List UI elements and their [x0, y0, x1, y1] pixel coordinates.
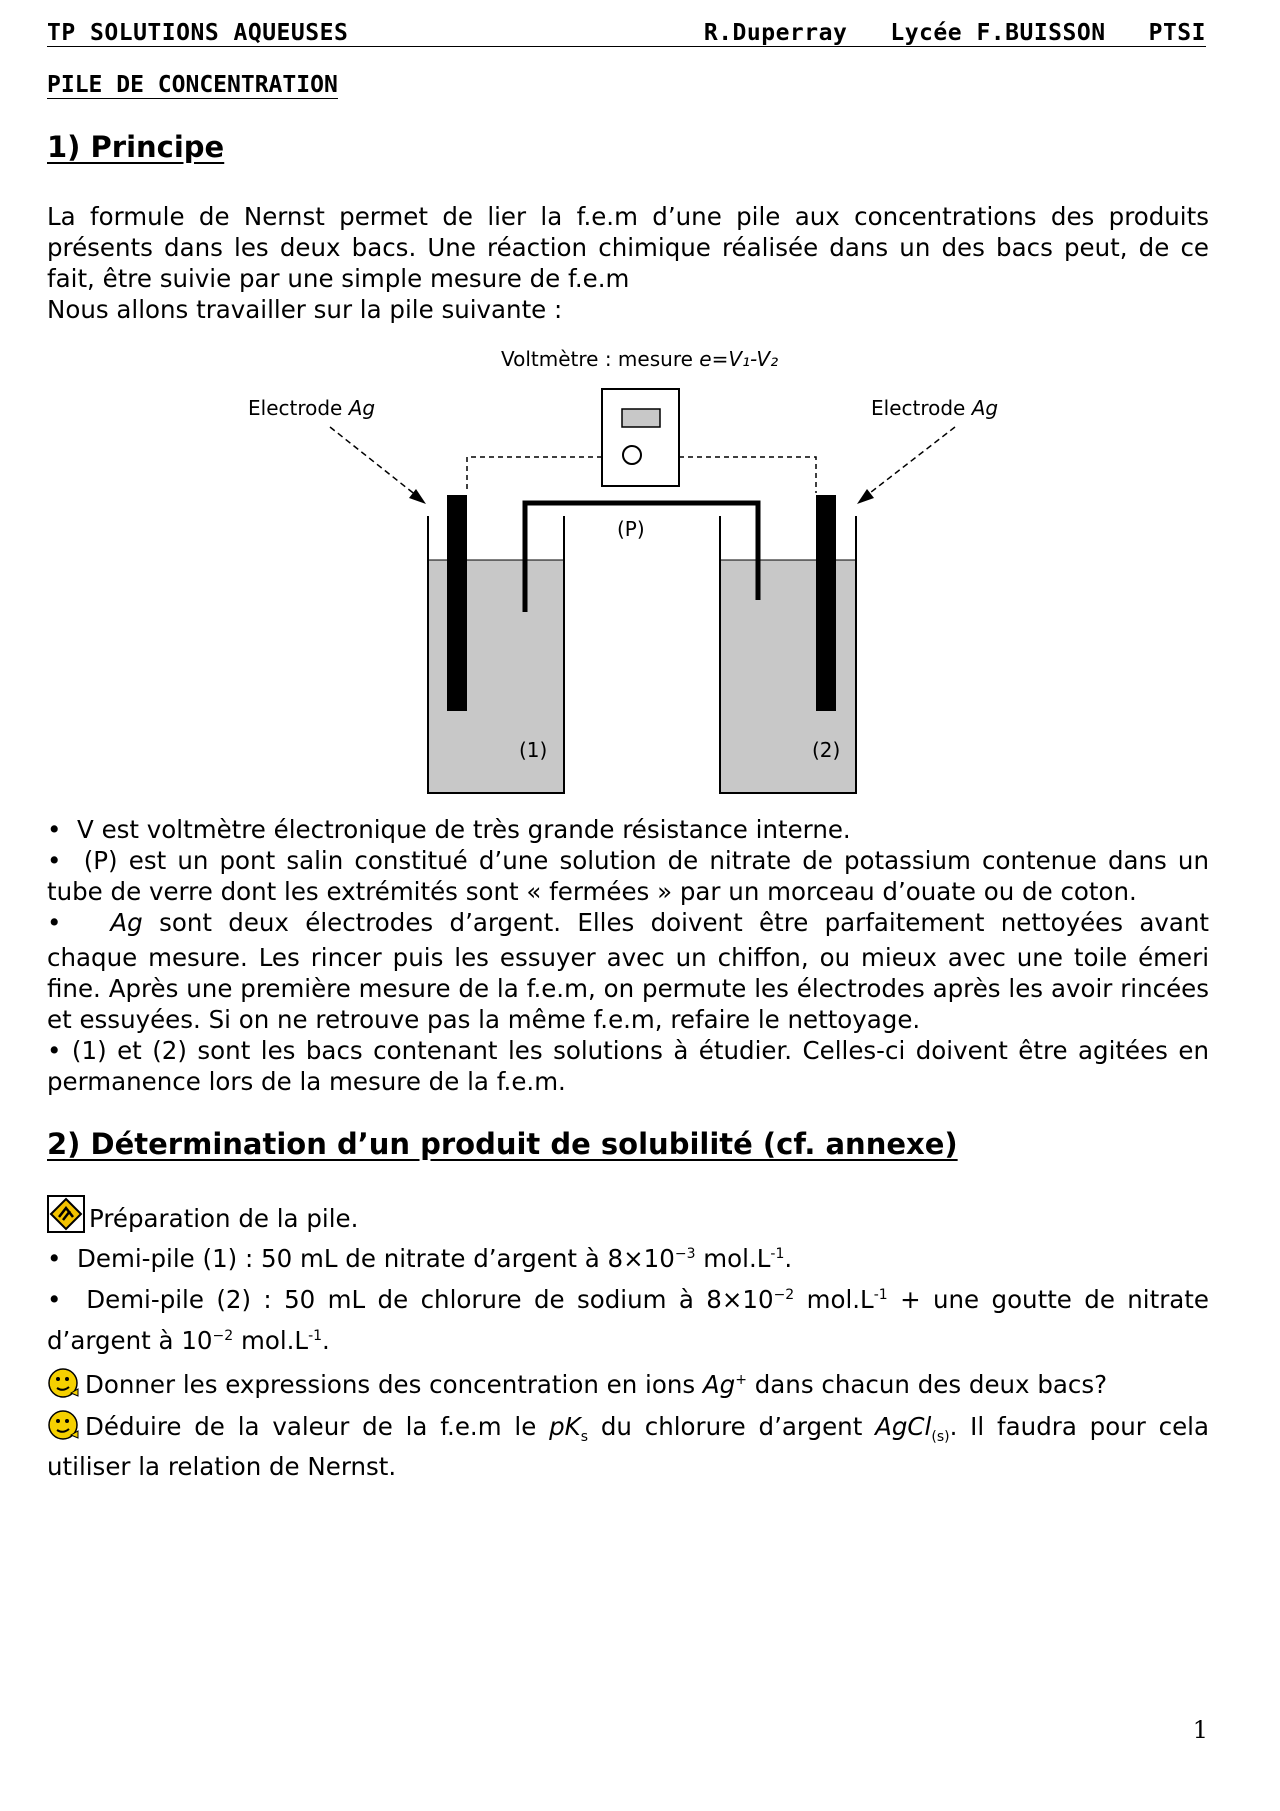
bullet-voltmeter: • V est voltmètre électronique de très g… — [47, 815, 851, 844]
electrode-label-right-symbol: Ag — [971, 396, 999, 420]
half-cell-1: • Demi-pile (1) : 50 mL de nitrate d’arg… — [47, 1244, 793, 1273]
bullet-beakers: • (1) et (2) sont les bacs contenant les… — [47, 1036, 1209, 1096]
thinking-face-icon — [48, 1410, 79, 1440]
question-2-text: Déduire de la valeur de la f.e.m le — [85, 1412, 550, 1441]
question-1-ion: Ag — [702, 1370, 736, 1399]
voltmeter-label: Voltmètre : mesure e=V₁-V₂ — [501, 347, 778, 371]
voltmeter-display — [621, 408, 661, 428]
question-2-salt-sub: (s) — [931, 1428, 950, 1445]
bullet-salt-bridge: • (P) est un pont salin constitué d’une … — [47, 846, 1209, 906]
voltmeter-formula: e=V₁-V₂ — [699, 347, 779, 371]
header-course: TP SOLUTIONS AQUEUSES — [47, 20, 349, 46]
electrode-left — [447, 495, 467, 711]
question-1-ion-charge: + — [735, 1371, 747, 1388]
question-2-mid: du chlorure d’argent — [588, 1412, 876, 1441]
header-author: R.Duperray Lycée F.BUISSON PTSI — [703, 20, 1206, 46]
half-cell-2: • Demi-pile (2) : 50 mL de chlorure de s… — [47, 1285, 1209, 1314]
electrode-label-left-symbol: Ag — [348, 396, 376, 420]
half-cell-2-cont-exp: −2 — [212, 1327, 234, 1344]
section1-intro: La formule de Nernst permet de lier la f… — [47, 202, 1209, 293]
question-2-pk-sub: s — [580, 1428, 589, 1445]
salt-bridge — [522, 500, 761, 612]
bullet-electrodes-symbol: Ag — [110, 908, 143, 937]
section1-lead: Nous allons travailler sur la pile suiva… — [47, 295, 563, 324]
question-2-end: . Il faudra pour cela — [949, 1412, 1209, 1441]
voltmeter — [601, 388, 680, 487]
half-cell-1-unit-exp: -1 — [770, 1245, 785, 1262]
cell-diagram — [329, 388, 956, 794]
question-1: Donner les expressions des concentration… — [47, 1367, 1209, 1400]
voltmeter-label-text: Voltmètre : mesure — [501, 347, 700, 371]
half-cell-1-end: . — [784, 1244, 793, 1273]
half-cell-1-unit: mol.L — [695, 1244, 771, 1273]
electrode-right — [816, 495, 836, 711]
beaker2 — [719, 516, 857, 794]
half-cell-1-text: Demi-pile (1) : 50 mL de nitrate d’argen… — [77, 1244, 675, 1273]
bullet-electrodes-first: sont deux électrodes d’argent. Elles doi… — [159, 908, 1209, 937]
bridge-label: (P) — [617, 517, 645, 541]
wire-left — [466, 456, 602, 493]
question-2-pk: pK — [549, 1412, 581, 1441]
electrode-label-right-text: Electrode — [871, 396, 972, 420]
bullet-electrodes-rest: chaque mesure. Les rincer puis les essuy… — [47, 943, 1209, 1034]
half-cell-2-cont-end: . — [322, 1326, 330, 1355]
bullet-salt-bridge-text: (P) est un pont salin constitué d’une so… — [47, 846, 1209, 906]
tools-warning-icon — [47, 1195, 85, 1233]
electrode-label-right: Electrode Ag — [871, 396, 998, 420]
half-cell-2-unit-exp: -1 — [873, 1286, 888, 1303]
prep-line: Préparation de la pile. — [47, 1195, 1209, 1234]
question-2: Déduire de la valeur de la f.e.m le pKs … — [47, 1409, 1209, 1445]
half-cell-2-cont-text: d’argent à 10 — [47, 1326, 213, 1355]
section2-title: 2) Détermination d’un produit de solubil… — [47, 1127, 958, 1161]
thinking-face-icon — [48, 1368, 79, 1398]
bullet-beakers-text: (1) et (2) sont les bacs contenant les s… — [47, 1036, 1209, 1096]
wire-right — [679, 456, 817, 493]
electrode-label-left: Electrode Ag — [248, 396, 375, 420]
section1-title: 1) Principe — [47, 130, 225, 164]
bullet-electrodes-first-line: • Ag sont deux électrodes d’argent. Elle… — [47, 908, 1209, 937]
arrow-head-right — [857, 489, 874, 504]
question-2-cont: utiliser la relation de Nernst. — [47, 1452, 397, 1481]
beaker1 — [427, 516, 565, 794]
question-1-end: dans chacun des deux bacs? — [746, 1370, 1108, 1399]
beaker1-label: (1) — [519, 738, 548, 762]
half-cell-1-exp: −3 — [674, 1245, 696, 1262]
question-2-salt: AgCl — [875, 1412, 932, 1441]
bullet-voltmeter-text: V est voltmètre électronique de très gra… — [77, 815, 851, 844]
beaker2-label: (2) — [812, 738, 841, 762]
question-1-text: Donner les expressions des concentration… — [85, 1370, 703, 1399]
document-subtitle: PILE DE CONCENTRATION — [47, 72, 338, 99]
half-cell-2-cont-unit: mol.L — [233, 1326, 309, 1355]
half-cell-2-cont-unit-exp: -1 — [308, 1327, 323, 1344]
electrode-label-left-text: Electrode — [248, 396, 349, 420]
voltmeter-knob — [622, 445, 642, 465]
prep-text: Préparation de la pile. — [89, 1204, 359, 1233]
half-cell-2-cont: d’argent à 10−2 mol.L-1. — [47, 1325, 1209, 1356]
page-number: 1 — [1192, 1716, 1208, 1744]
page-header: TP SOLUTIONS AQUEUSES R.Duperray Lycée F… — [47, 20, 1206, 47]
half-cell-2-exp: −2 — [773, 1286, 795, 1303]
arrow-head-left — [409, 489, 426, 504]
half-cell-2-tail: + une goutte de nitrate — [887, 1285, 1209, 1314]
half-cell-2-text: Demi-pile (2) : 50 mL de chlorure de sod… — [86, 1285, 774, 1314]
half-cell-2-unit: mol.L — [794, 1285, 874, 1314]
